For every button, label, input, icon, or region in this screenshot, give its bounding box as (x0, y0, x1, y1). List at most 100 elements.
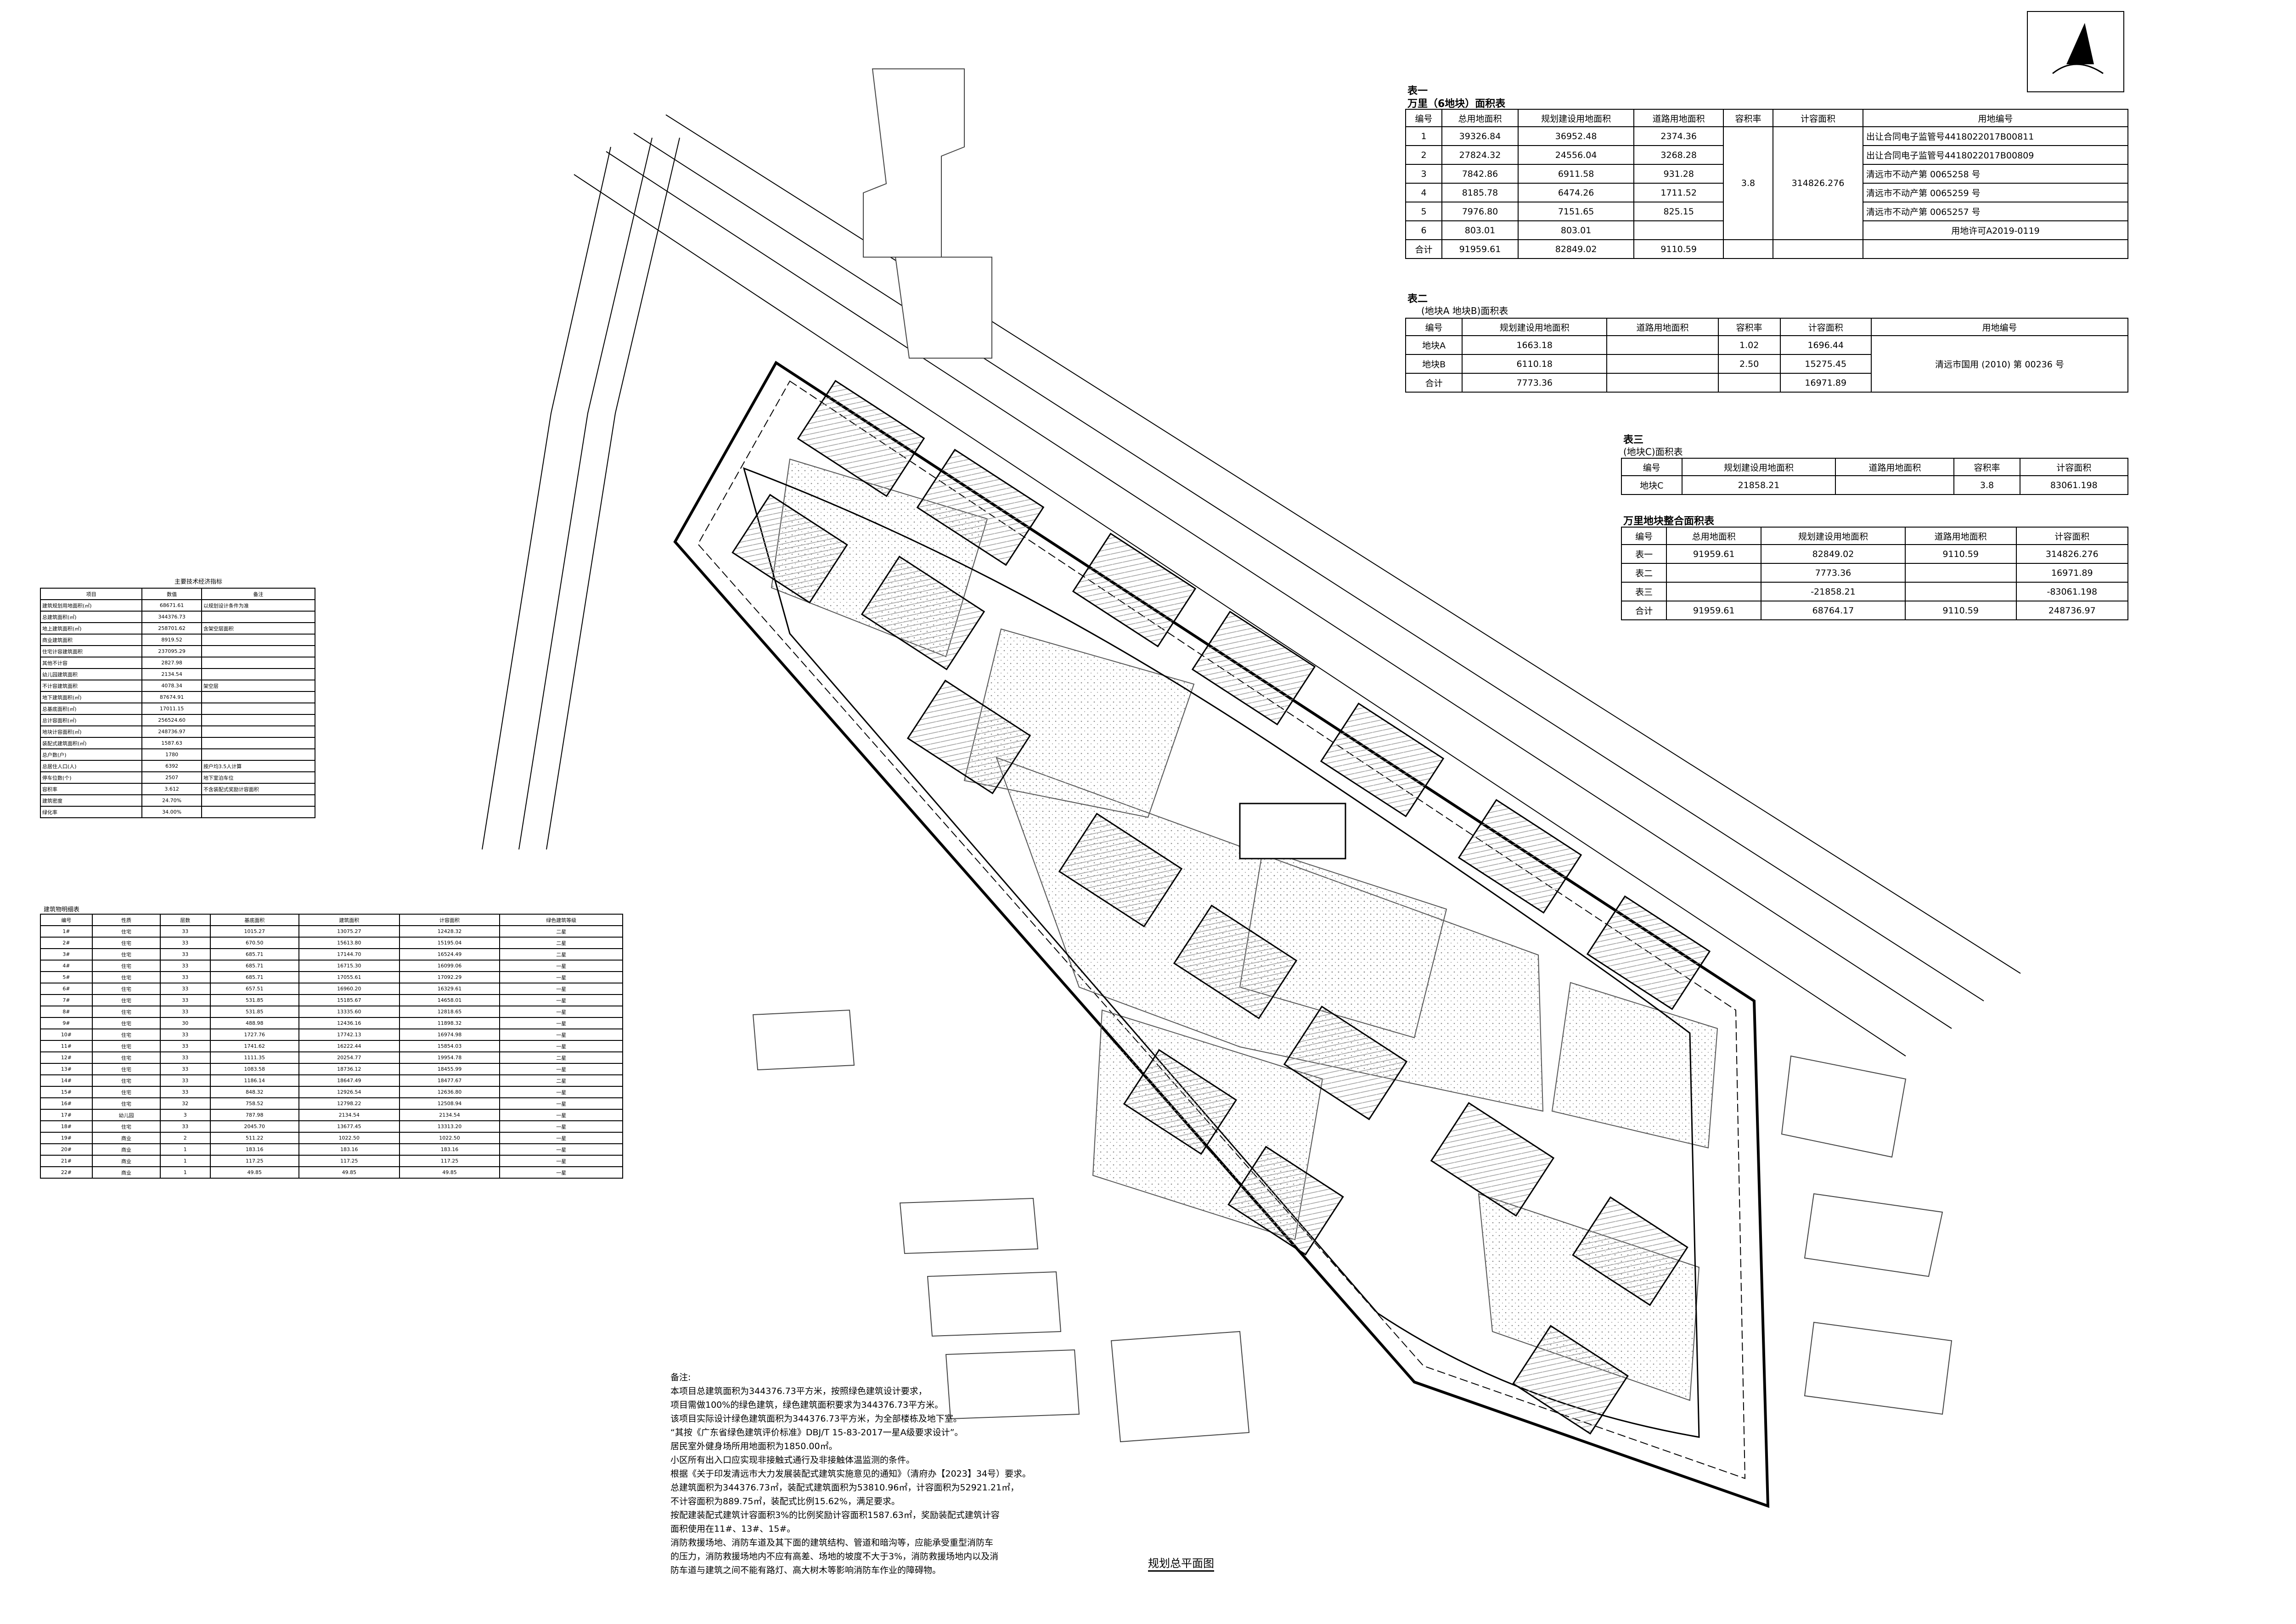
tech-r3-n (201, 634, 316, 646)
bld-cell: 一星 (499, 1166, 623, 1179)
t2-r0c1: 1663.18 (1462, 335, 1608, 355)
tech-r1-v: 344376.73 (141, 611, 202, 623)
bld-cell: 13677.45 (298, 1120, 400, 1133)
bld-cell: 15613.80 (298, 937, 400, 949)
note-line: 不计容面积为889.75㎡，装配式比例15.62%，满足要求。 (670, 1496, 900, 1506)
t1-r4c3: 825.15 (1633, 202, 1724, 221)
tech-r8-k: 地下建筑面积(㎡) (39, 691, 143, 703)
tech-r7-n: 架空层 (201, 680, 316, 692)
bld-cell: 16960.20 (298, 983, 400, 995)
t1-h0: 编号 (1405, 109, 1443, 127)
note-line: 面积使用在11#、13#、15#。 (670, 1524, 796, 1534)
bld-cell: 2045.70 (209, 1120, 299, 1133)
bld-cell: 117.25 (209, 1155, 299, 1167)
table2: 编号 规划建设用地面积 道路用地面积 容积率 计容面积 用地编号 地块A 166… (1405, 318, 2129, 393)
t1-r3c4: 清远市不动产第 0065259 号 (1862, 183, 2129, 202)
t1-r5c3 (1633, 220, 1724, 240)
t2-h4: 计容面积 (1779, 318, 1872, 336)
bld-cell: 住宅 (91, 1086, 161, 1098)
table2-title: (地块A 地块B)面积表 (1421, 305, 1508, 316)
t4-r0c2: 82849.02 (1761, 544, 1906, 564)
bld-cell: 一星 (499, 1097, 623, 1110)
note-line: 根据《关于印发清远市大力发展装配式建筑实施意见的通知》（清府办【2023】34号… (670, 1469, 1031, 1479)
t3-h2: 道路用地面积 (1835, 458, 1955, 476)
t4-r1c4: 16971.89 (2015, 563, 2129, 583)
note-line: 总建筑面积为344376.73㎡，装配式建筑面积为53810.96㎡，计容面积为… (670, 1483, 1019, 1493)
tech-r4-v: 237095.29 (141, 645, 202, 657)
north-arrow-icon (2027, 11, 2124, 92)
bld-cell: 一星 (499, 994, 623, 1006)
t4-r3c1: 91959.61 (1666, 601, 1762, 620)
bld-cell: 住宅 (91, 1040, 161, 1052)
tech-h1: 数值 (141, 588, 202, 600)
t4-r1c1 (1666, 563, 1762, 583)
bld-cell: 15195.04 (399, 937, 501, 949)
bld-cell: 18455.99 (399, 1063, 501, 1075)
tech-r14-n: 按户均3.5人计算 (201, 760, 316, 772)
bld-cell: 商业 (91, 1132, 161, 1144)
bld-cell: 16222.44 (298, 1040, 400, 1052)
t4-h2: 规划建设用地面积 (1761, 527, 1906, 545)
t1-total1: 91959.61 (1441, 239, 1519, 259)
bld-cell: 33 (160, 1074, 211, 1087)
tech-r1-n (201, 611, 316, 623)
bld-cell: 17055.61 (298, 971, 400, 983)
notes-block: 备注:本项目总建筑面积为344376.73平方米，按照绿色建筑设计要求，项目需做… (670, 1371, 1139, 1577)
table1: 编号 总用地面积 规划建设用地面积 道路用地面积 容积率 计容面积 用地编号 1… (1405, 109, 2129, 259)
t1-r2c3: 931.28 (1633, 164, 1724, 184)
bld-cell: 住宅 (91, 971, 161, 983)
t3-r0c0: 地块C (1621, 475, 1683, 495)
bld-cell: 2 (160, 1132, 211, 1144)
bld-cell: 二星 (499, 1051, 623, 1064)
bld-cell: 183.16 (209, 1143, 299, 1156)
bld-cell: 33 (160, 925, 211, 938)
bld-cell: 19954.78 (399, 1051, 501, 1064)
t2-r2c1: 7773.36 (1462, 373, 1608, 393)
t3-r0c1: 21858.21 (1681, 475, 1836, 495)
bld-cell: 12436.16 (298, 1017, 400, 1029)
tech-r2-k: 地上建筑面积(㎡) (39, 622, 143, 635)
t2-r1c0: 地块B (1405, 354, 1463, 374)
bld-cell: 12508.94 (399, 1097, 501, 1110)
t4-r2c4: -83061.198 (2015, 582, 2129, 601)
t1-r5c0: 6 (1405, 220, 1443, 240)
note-line: “其按《广东省绿色建筑评价标准》DBJ/T 15-83-2017一星A级要求设计… (670, 1427, 963, 1438)
bld-cell: 3# (40, 948, 93, 961)
t4-r3c4: 248736.97 (2015, 601, 2129, 620)
t2-r0c0: 地块A (1405, 335, 1463, 355)
tech-r12-v: 1587.63 (141, 737, 202, 749)
bld-cell: 17# (40, 1109, 93, 1121)
bld-cell: 33 (160, 1006, 211, 1018)
tech-r9-v: 17011.15 (141, 702, 202, 715)
note-line: 本项目总建筑面积为344376.73平方米，按照绿色建筑设计要求， (670, 1386, 927, 1396)
tech-r16-n: 不含装配式奖励计容面积 (201, 783, 316, 795)
bld-cell: 二星 (499, 1074, 623, 1087)
bld-cell: 19# (40, 1132, 93, 1144)
bld-h1: 性质 (91, 914, 161, 926)
t4-r0c0: 表一 (1621, 544, 1667, 564)
t4-h3: 道路用地面积 (1904, 527, 2017, 545)
bld-cell: 15185.67 (298, 994, 400, 1006)
t1-r1c4: 出让合同电子监管号4418022017B00809 (1862, 145, 2129, 165)
road-band-left (482, 137, 680, 850)
bld-cell: 511.22 (209, 1132, 299, 1144)
bld-cell: 住宅 (91, 1028, 161, 1041)
t1-h1: 总用地面积 (1441, 109, 1519, 127)
bld-cell: 幼儿园 (91, 1109, 161, 1121)
table3-label: 表三 (1623, 434, 1644, 446)
bld-h6: 绿色建筑等级 (499, 914, 623, 926)
bld-cell: 13075.27 (298, 925, 400, 938)
tech-r3-k: 商业建筑面积 (39, 634, 143, 646)
bld-cell: 49.85 (399, 1166, 501, 1179)
bld-h4: 建筑面积 (298, 914, 400, 926)
table4-title: 万里地块整合面积表 (1623, 516, 1715, 527)
t2-r2c3 (1717, 373, 1781, 393)
tech-r10-k: 总计容面积(㎡) (39, 714, 143, 726)
